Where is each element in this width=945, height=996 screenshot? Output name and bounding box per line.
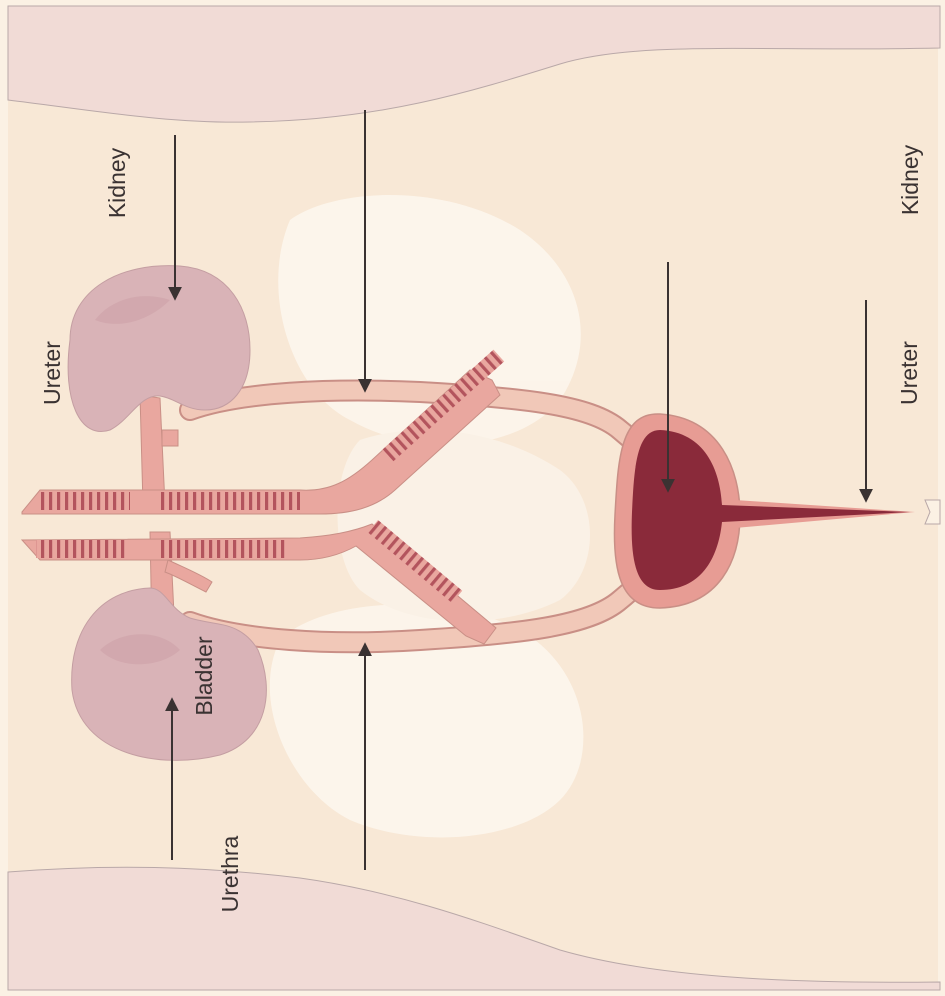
label-ureter-bottom: Ureter: [896, 341, 922, 405]
label-kidney-top: Kidney: [104, 147, 130, 218]
label-bladder: Bladder: [191, 636, 217, 716]
label-urethra: Urethra: [217, 835, 243, 912]
label-kidney-bottom: Kidney: [897, 144, 923, 215]
label-ureter-top: Ureter: [39, 341, 65, 405]
